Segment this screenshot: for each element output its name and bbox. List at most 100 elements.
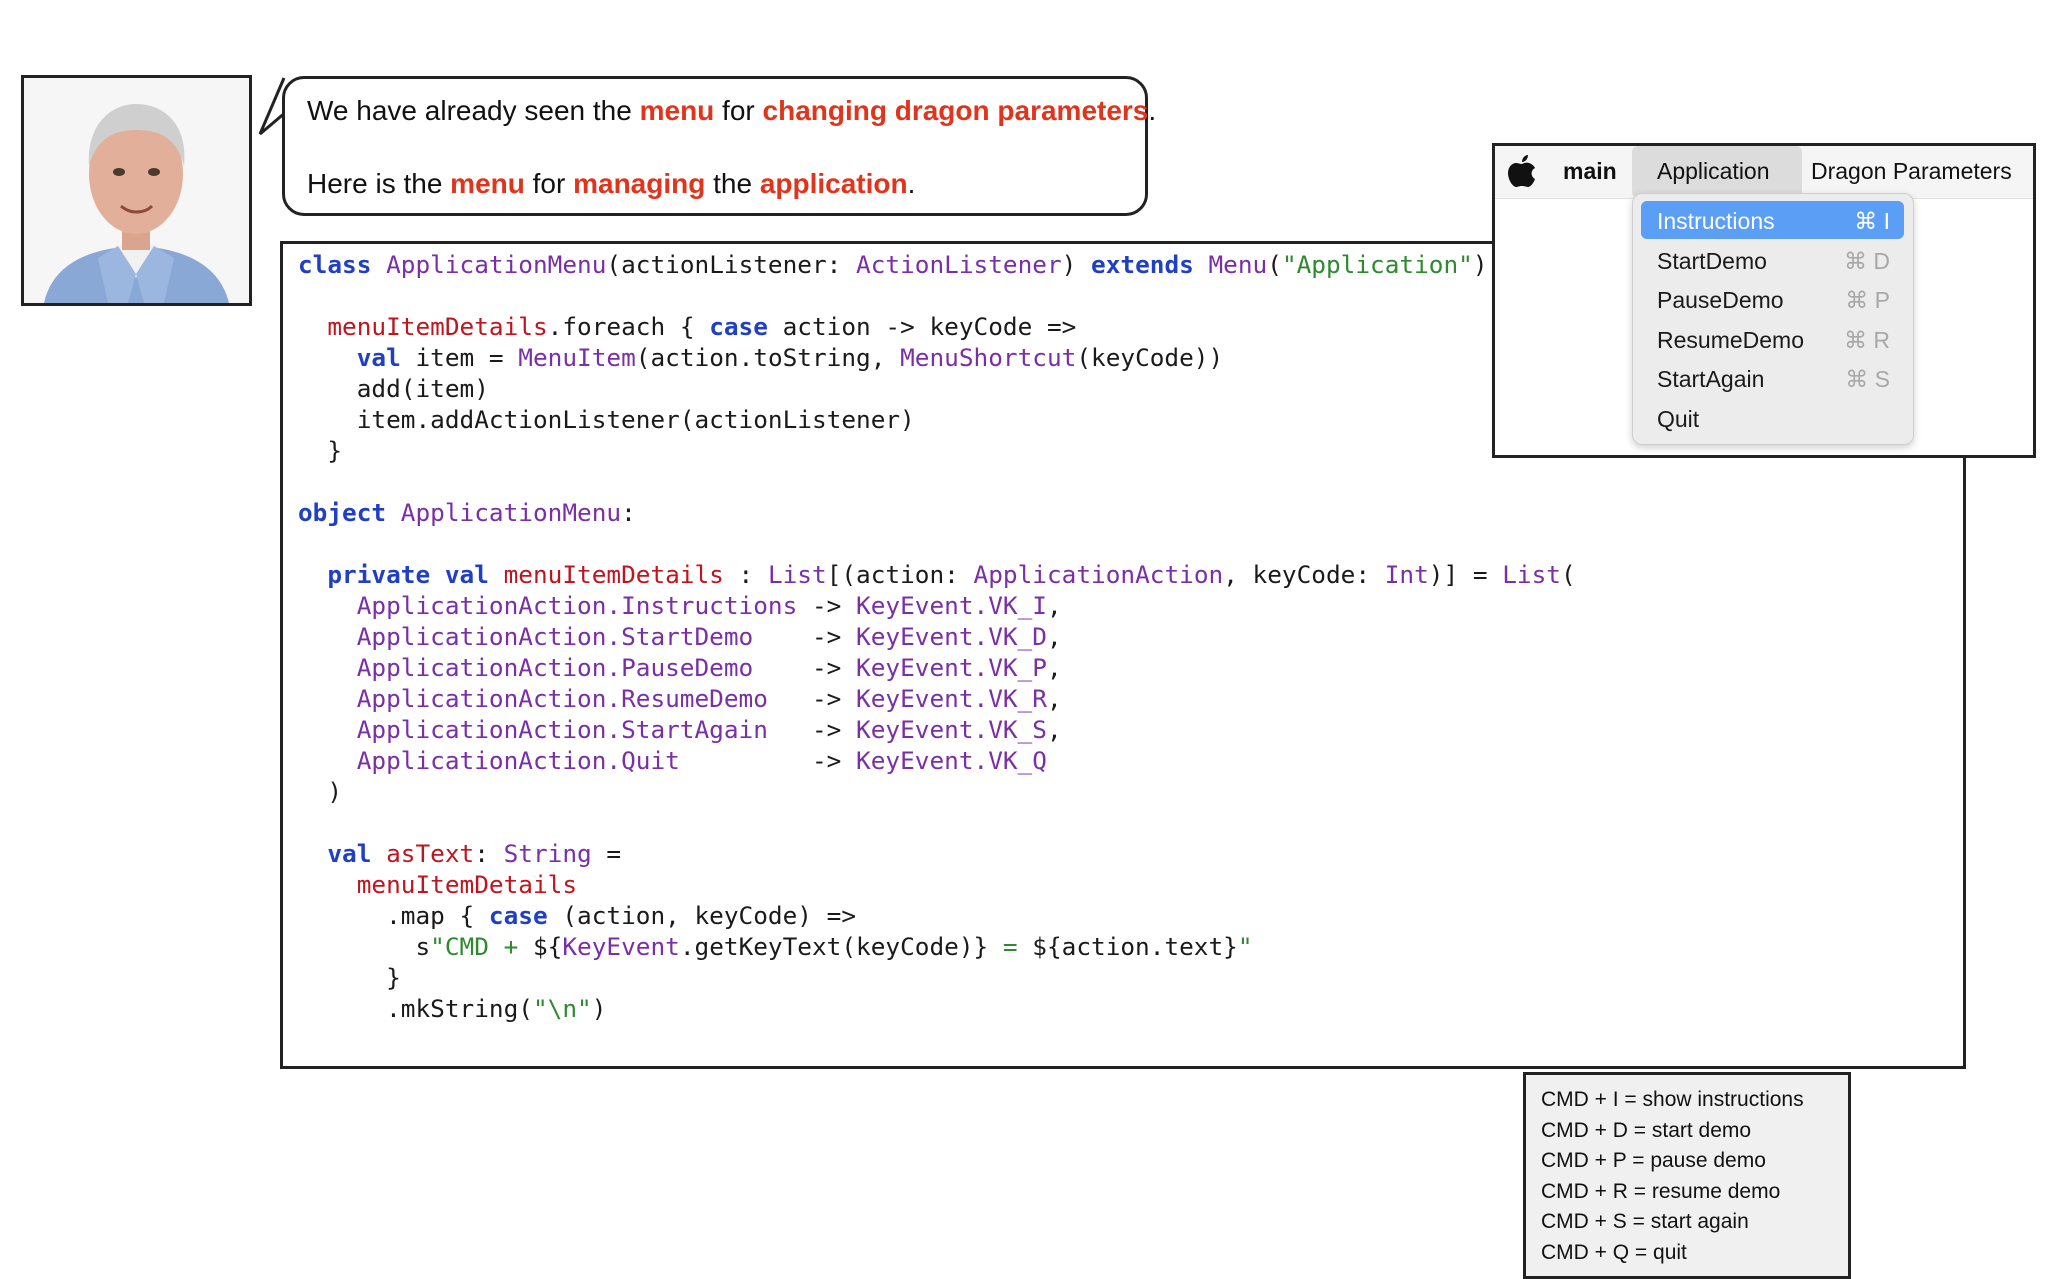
code-token: (action, keyCode) => [547,901,857,930]
code-line: } [298,435,1576,466]
code-line: item.addActionListener(actionListener) [298,404,1576,435]
menu-item-shortcut: ⌘ I [1854,208,1890,234]
highlighted-term: application [759,168,908,199]
menu-item-startagain[interactable]: StartAgain⌘ S [1641,359,1904,397]
menubar-application-menu[interactable]: Application [1632,146,1802,198]
code-line: val asText: String = [298,838,1576,869]
code-token: , [1046,684,1062,713]
code-token: MenuShortcut [900,343,1077,372]
apple-logo-icon[interactable] [1507,154,1537,188]
code-line [298,280,1576,311]
code-token: ApplicationAction.StartDemo [356,622,754,651]
menu-item-startdemo[interactable]: StartDemo ⌘ D [1641,241,1904,279]
code-token: -> [753,653,857,682]
code-token: ApplicationAction.PauseDemo [356,653,754,682]
code-token: val [356,343,401,372]
highlighted-term: menu [639,95,715,126]
code-token: "CMD + [430,932,533,961]
code-token: } [298,436,343,465]
menu-item-label: Instructions [1657,208,1775,234]
menu-item-shortcut: ⌘ D [1844,247,1890,274]
code-token: ApplicationMenu [386,250,607,279]
menu-item-quit[interactable]: Quit [1641,399,1904,437]
code-token [298,622,357,651]
code-token: add(item) [298,374,489,403]
code-token: .mkString( [298,994,533,1023]
code-token: , keyCode: [1223,560,1385,589]
shortcut-help-line: CMD + S = start again [1541,1210,1749,1234]
code-line: ApplicationAction.Quit -> KeyEvent.VK_Q [298,745,1576,776]
code-token: menuItemDetails [356,870,578,899]
code-line: .map { case (action, keyCode) => [298,900,1576,931]
code-token [298,746,357,775]
menu-item-label: Quit [1657,405,1700,432]
code-token: private val [327,560,489,589]
code-line: object ApplicationMenu: [298,497,1576,528]
code-token [371,250,386,279]
code-token: -> [767,684,857,713]
code-token: KeyEvent.VK_S [856,715,1047,744]
code-token: ApplicationMenu [400,498,622,527]
bubble-text: . [907,168,916,199]
code-token: ) [591,994,607,1023]
code-token: = [591,839,622,868]
code-token: (action.toString, [635,343,901,372]
code-line [298,466,1576,497]
code-token: .map { [298,901,489,930]
speech-bubble-line-1: We have already seen the menu for changi… [307,95,1156,127]
code-token: KeyEvent.VK_D [856,622,1047,651]
menu-item-shortcut: ⌘ P [1845,287,1890,313]
code-token [298,870,357,899]
menu-item-pausedemo[interactable]: PauseDemo ⌘ P [1641,280,1904,318]
code-token: )] = [1428,560,1503,589]
menu-item-label: ResumeDemo [1657,326,1804,353]
code-token: " [1237,932,1253,961]
code-token: (actionListener: [606,250,857,279]
code-line: .mkString("\n") [298,993,1576,1024]
menubar-app-name[interactable]: main [1563,158,1617,184]
menu-item-label: PauseDemo [1657,287,1784,313]
code-token: extends [1091,250,1194,279]
code-token: , [1046,591,1062,620]
menu-screenshot: main Application Dragon Parameters Instr… [1492,143,2036,458]
code-line: menuItemDetails.foreach { case action ->… [298,311,1576,342]
menu-item-resumedemo[interactable]: ResumeDemo ⌘ R [1641,320,1904,358]
shortcut-help-line: CMD + Q = quit [1541,1240,1687,1264]
code-line: ApplicationAction.ResumeDemo -> KeyEvent… [298,683,1576,714]
code-token: List [767,560,827,589]
code-token: ( [1267,250,1282,279]
code-token [371,839,386,868]
code-token [298,312,327,341]
highlighted-term: managing [573,168,706,199]
code-token: KeyEvent.VK_P [856,653,1047,682]
menubar-dragon-parameters-menu[interactable]: Dragon Parameters [1811,158,2012,184]
code-token: ApplicationAction.StartAgain [356,715,768,744]
code-token: -> [679,746,857,775]
bubble-text: . [1148,95,1157,126]
code-token: "\n" [532,994,592,1023]
code-line: add(item) [298,373,1576,404]
menu-item-instructions[interactable]: Instructions ⌘ I [1641,201,1904,239]
code-token: ) [298,777,343,806]
menu-item-label: StartDemo [1657,247,1767,274]
code-token [298,715,357,744]
code-token: ApplicationAction [973,560,1224,589]
code-token: case [709,312,768,341]
code-line: ApplicationAction.PauseDemo -> KeyEvent.… [298,652,1576,683]
bubble-text: for [714,95,763,126]
highlighted-term: menu [450,168,525,199]
code-token: val [327,839,372,868]
shortcut-help-line: CMD + R = resume demo [1541,1179,1781,1203]
highlighted-term: changing dragon parameters [762,95,1149,126]
code-line: ) [298,776,1576,807]
code-token: , [1046,653,1062,682]
code-token: (keyCode)) [1076,343,1224,372]
code-token: ${action.text} [1032,932,1238,961]
code-token: ActionListener [856,250,1062,279]
code-line: } [298,962,1576,993]
shortcut-help-line: CMD + P = pause demo [1541,1149,1766,1173]
scala-code-listing: class ApplicationMenu(actionListener: Ac… [298,249,1576,1024]
code-token [1194,250,1209,279]
code-line: private val menuItemDetails : List[(acti… [298,559,1575,590]
menu-item-shortcut: ⌘ R [1844,326,1890,353]
